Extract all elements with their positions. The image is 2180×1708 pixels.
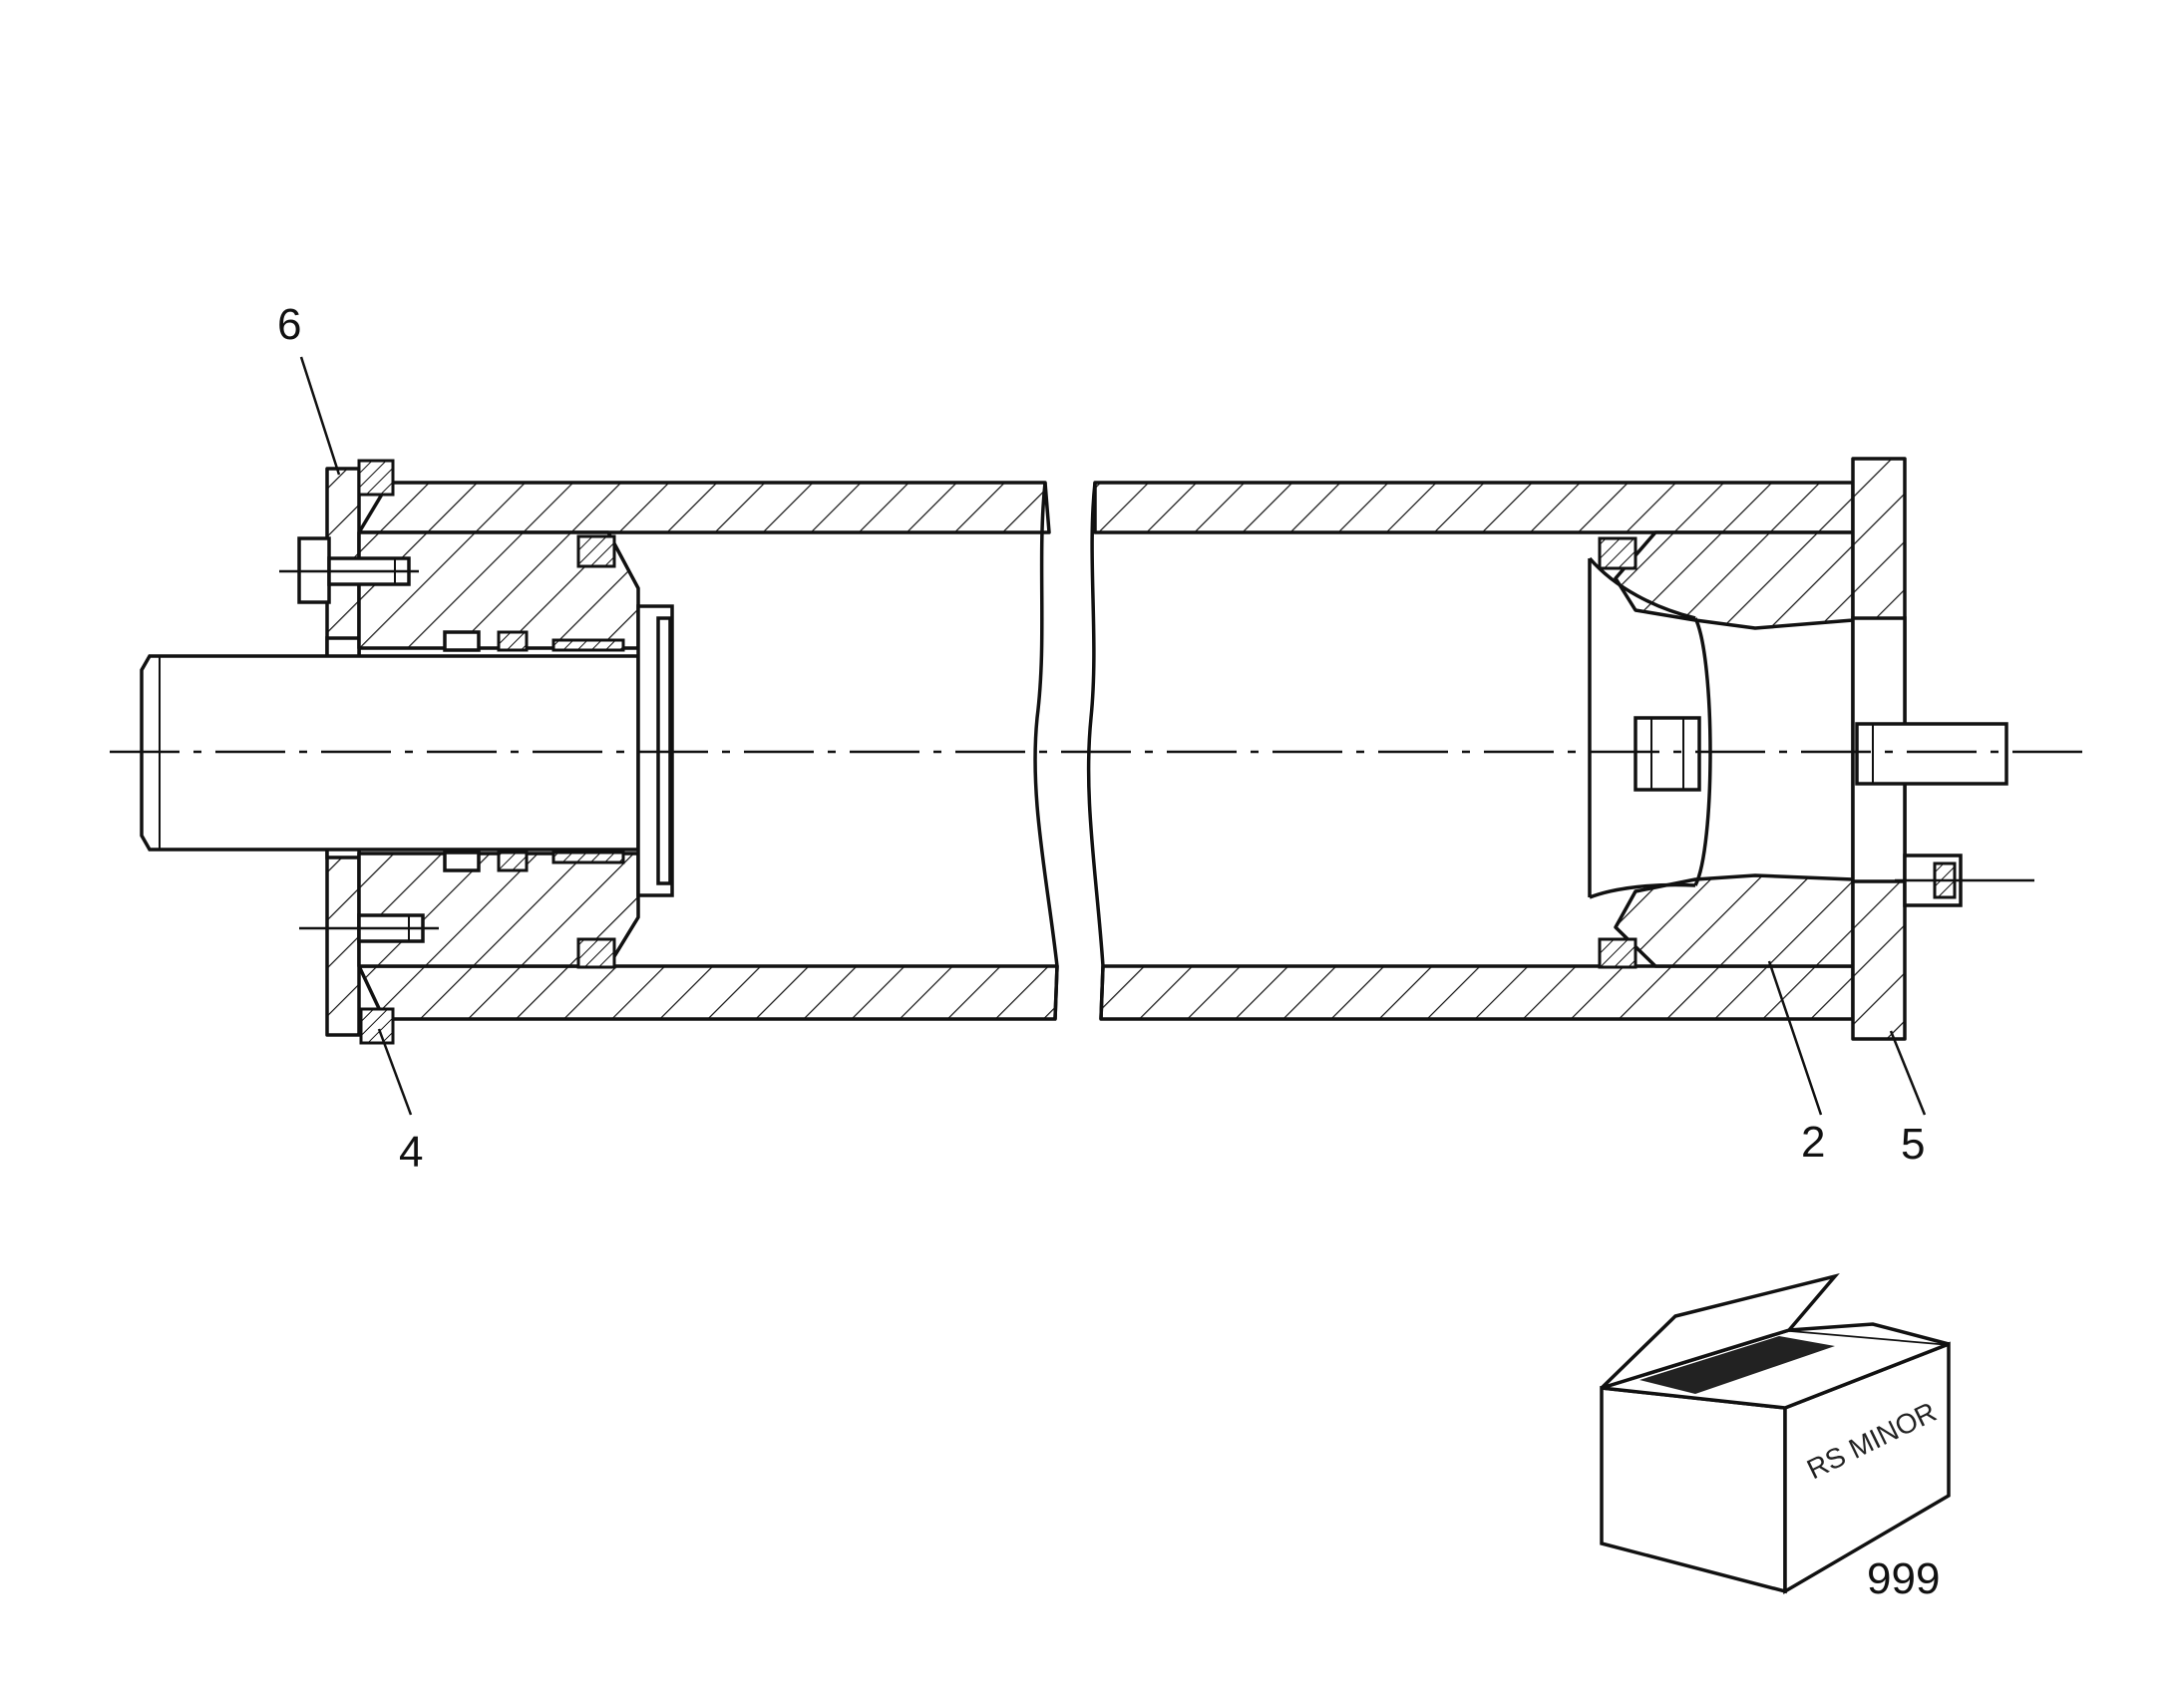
left-bolt-top bbox=[279, 536, 419, 604]
part-label-4: 4 bbox=[399, 1128, 423, 1177]
part-label-6: 6 bbox=[277, 300, 301, 349]
seal-ring-top bbox=[357, 459, 395, 497]
right-end-cap bbox=[1588, 530, 1855, 969]
part-label-2: 2 bbox=[1801, 1118, 1825, 1167]
right-end-plate bbox=[1851, 457, 2034, 1041]
part-label-5: 5 bbox=[1901, 1120, 1925, 1169]
leader-5 bbox=[1889, 1030, 1927, 1116]
barrel-tube bbox=[357, 481, 1855, 1021]
left-gland bbox=[357, 530, 640, 969]
leader-4 bbox=[377, 1028, 413, 1116]
seal-ring-bottom bbox=[359, 1007, 395, 1045]
cardboard-box-icon bbox=[1600, 1272, 1951, 1595]
part-label-999: 999 bbox=[1867, 1554, 1940, 1603]
leader-6 bbox=[299, 356, 341, 476]
left-bolt-bottom bbox=[299, 913, 439, 943]
leader-2 bbox=[1767, 960, 1823, 1116]
